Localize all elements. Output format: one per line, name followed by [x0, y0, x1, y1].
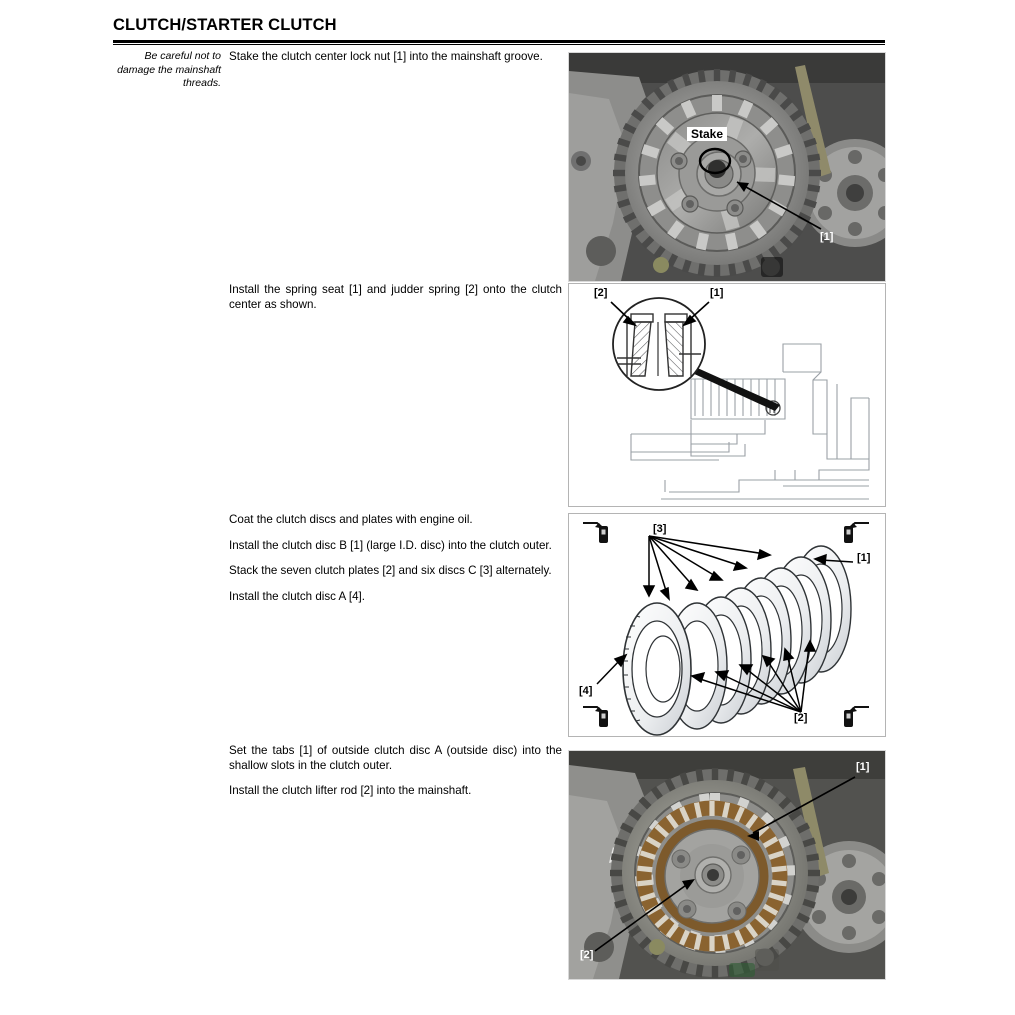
engine-oil-icon-glyph: [583, 706, 608, 727]
engine-oil-icon: [581, 704, 611, 730]
engine-oil-icon: [841, 520, 871, 546]
figure-spring-seat-diagram: [2] [1]: [568, 283, 886, 507]
clutch-cross-section-drawing: [569, 284, 885, 506]
margin-note: Be careful not to damage the mainshaft t…: [117, 50, 221, 89]
callout-2-label: [2]: [594, 287, 608, 299]
engine-oil-icon-glyph: [583, 522, 608, 543]
instruction-block: Install the spring seat [1] and judder s…: [229, 283, 562, 312]
figure-installed-discs-photo: [1] [2]: [568, 750, 886, 980]
instruction-text-4: Install the clutch disc A [4].: [229, 589, 365, 603]
stake-label: Stake: [687, 127, 728, 141]
page-title: CLUTCH/STARTER CLUTCH: [113, 16, 337, 34]
figure-disc-stack-diagram: [3] [1] [4] [2]: [568, 513, 886, 737]
instruction-text-1: Coat the clutch discs and plates with en…: [229, 513, 473, 526]
callout-1-label: [1]: [856, 761, 870, 773]
callout-1-label: [1]: [710, 287, 724, 299]
clutch-disc-stack-drawing: [569, 514, 885, 736]
header-rule-thin: [113, 44, 885, 45]
instruction-block: Coat the clutch discs and plates with en…: [229, 513, 562, 604]
instruction-block: Set the tabs [1] of outside clutch disc …: [229, 744, 562, 799]
clutch-friction-discs-photo: [569, 751, 885, 979]
instruction-text-1: Set the tabs [1] of outside clutch disc …: [229, 744, 562, 772]
callout-1-label: [1]: [857, 552, 871, 564]
section-spring-seat: Install the spring seat [1] and judder s…: [113, 283, 886, 513]
clutch-assembly-photo: [569, 53, 885, 281]
instruction-text-3: Stack the seven clutch plates [2] and si…: [229, 564, 552, 578]
engine-oil-icon-glyph: [844, 522, 869, 543]
instruction-text: Install the spring seat [1] and judder s…: [229, 283, 562, 311]
instruction-text-2: Install the clutch disc B [1] (large I.D…: [229, 538, 552, 552]
section-clutch-disc-stack: Coat the clutch discs and plates with en…: [113, 513, 886, 743]
instruction-block: Stake the clutch center lock nut [1] int…: [229, 50, 562, 65]
header-rule-thick: [113, 40, 885, 43]
callout-2-label: [2]: [580, 949, 594, 961]
engine-oil-icon: [841, 704, 871, 730]
section-outside-disc-tabs: Set the tabs [1] of outside clutch disc …: [113, 744, 886, 984]
engine-oil-icon: [581, 520, 611, 546]
instruction-text: Stake the clutch center lock nut [1] int…: [229, 50, 543, 63]
page-header: CLUTCH/STARTER CLUTCH: [113, 16, 885, 45]
section-stake-lock-nut: Be careful not to damage the mainshaft t…: [113, 50, 886, 282]
engine-oil-icon-glyph: [844, 706, 869, 727]
callout-1-label: [1]: [820, 231, 834, 243]
instruction-text-2: Install the clutch lifter rod [2] into t…: [229, 784, 472, 798]
figure-stake-photo: Stake [1]: [568, 52, 886, 282]
callout-3-label: [3]: [653, 523, 667, 535]
callout-4-label: [4]: [579, 685, 593, 697]
callout-2-label: [2]: [794, 712, 808, 724]
